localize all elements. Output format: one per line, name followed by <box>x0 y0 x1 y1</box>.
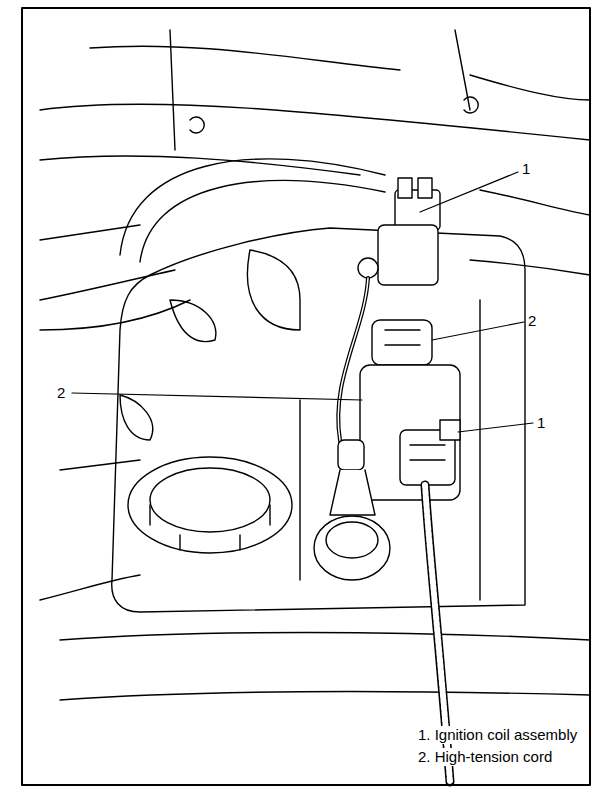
legend-text: 1. Ignition coil assembly <box>416 726 579 744</box>
ignition-coil-upper <box>358 178 440 365</box>
callout-number: 2 <box>526 312 538 330</box>
callout-number: 1 <box>520 160 532 178</box>
callout-number: 1 <box>535 414 547 432</box>
cylinder-head-cover <box>60 228 590 700</box>
oil-filler-cap <box>128 457 292 553</box>
high-tension-cord <box>314 278 390 580</box>
background-hoses <box>40 30 590 600</box>
bracket-hooks <box>190 97 478 133</box>
frame <box>22 8 590 785</box>
ignition-coil-lower <box>360 365 460 500</box>
legend-text: 2. High-tension cord <box>416 748 554 766</box>
leader-lines <box>72 172 533 432</box>
callout-number: 2 <box>55 384 67 402</box>
